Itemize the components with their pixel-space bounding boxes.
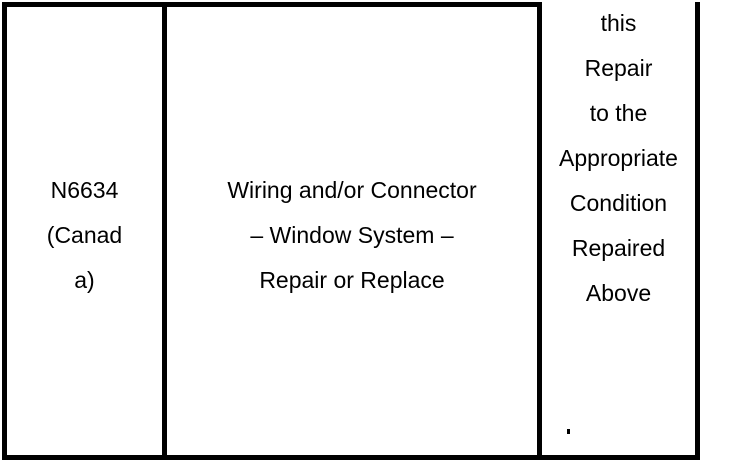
- stray-period-mark: [567, 429, 570, 434]
- table-cell-condition-note: this Repair to the Appropriate Condition…: [559, 10, 678, 306]
- table-cell-operation-code: N6634 (Canad a): [46, 177, 123, 293]
- table-border-left: [2, 2, 7, 460]
- table-border-top: [2, 2, 542, 7]
- table-column-divider-1: [162, 2, 167, 460]
- table-column-divider-2: [537, 2, 542, 460]
- table-border-right: [695, 2, 700, 460]
- table-cell-operation-description: Wiring and/or Connector – Window System …: [227, 177, 477, 293]
- table-border-bottom: [2, 455, 700, 460]
